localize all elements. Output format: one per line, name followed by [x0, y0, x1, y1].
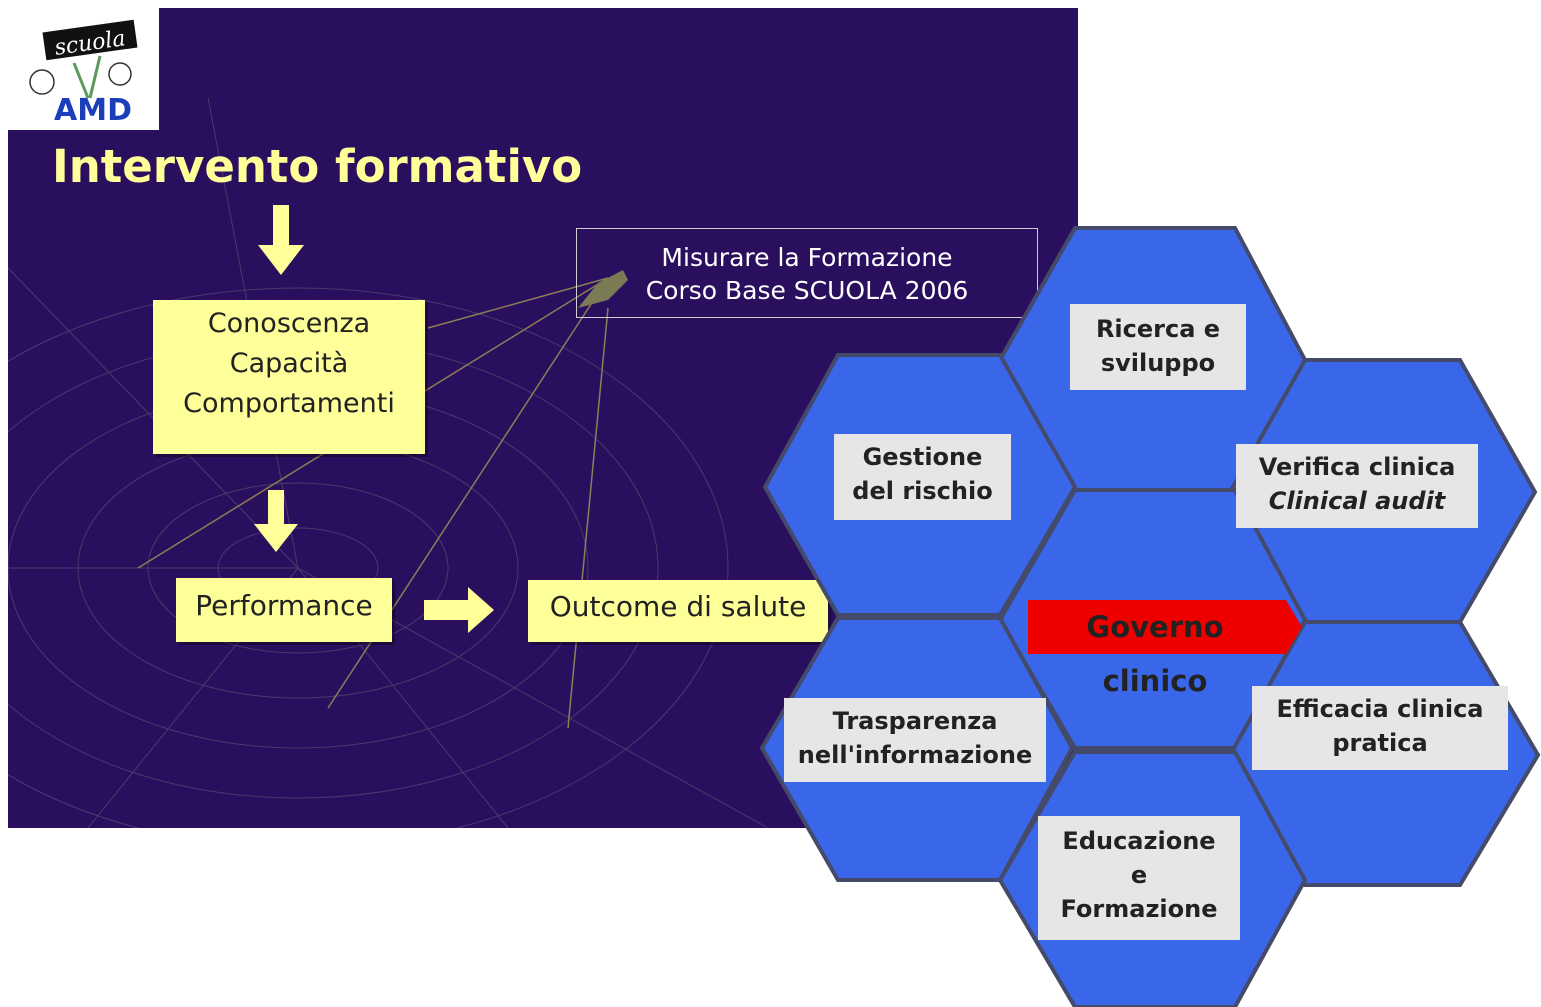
performance-box: Performance: [176, 578, 392, 642]
label-trasparenza: Trasparenza nell'informazione: [784, 698, 1046, 782]
educazione-line-3: Formazione: [1060, 895, 1218, 923]
skill-knowledge: Conoscenza: [207, 308, 371, 339]
down-arrow-icon: [258, 205, 304, 275]
svg-text:AMD: AMD: [54, 93, 132, 128]
label-gestione-rischio: Gestione del rischio: [834, 434, 1011, 520]
gestione-line-1: Gestione: [862, 443, 983, 471]
label-verifica-clinica: Verifica clinica Clinical audit: [1236, 444, 1478, 528]
measure-line-1: Misurare la Formazione: [661, 243, 953, 272]
amd-logo: scuola AMD: [8, 8, 159, 130]
educazione-line-2: e: [1130, 861, 1148, 889]
governo-clinico-badge: [1028, 600, 1302, 654]
down-arrow-icon: [254, 490, 298, 552]
verifica-line-2: Clinical audit: [1268, 487, 1446, 515]
efficacia-line-2: pratica: [1332, 729, 1428, 757]
ricerca-line-2: sviluppo: [1100, 349, 1216, 377]
trasparenza-line-1: Trasparenza: [832, 707, 998, 735]
measure-training-box: Misurare la Formazione Corso Base SCUOLA…: [576, 228, 1038, 318]
ricerca-line-1: Ricerca e: [1095, 315, 1221, 343]
skill-behaviour: Comportamenti: [183, 388, 395, 419]
governo-clinico-label: Governo clinico: [1086, 610, 1224, 698]
skills-box: Conoscenza Capacità Comportamenti: [153, 300, 425, 454]
label-educazione-formazione: Educazione e Formazione: [1038, 816, 1240, 940]
measure-line-2: Corso Base SCUOLA 2006: [645, 276, 969, 305]
label-ricerca-sviluppo: Ricerca e sviluppo: [1070, 304, 1246, 390]
outcome-box: Outcome di salute: [528, 580, 828, 642]
label-efficacia-clinica: Efficacia clinica pratica: [1252, 686, 1508, 770]
verifica-line-1: Verifica clinica: [1258, 453, 1456, 481]
right-arrow-icon: [424, 587, 494, 633]
trasparenza-line-2: nell'informazione: [797, 741, 1033, 769]
slide-title: Intervento formativo: [52, 140, 583, 193]
skill-ability: Capacità: [229, 348, 349, 379]
gestione-line-2: del rischio: [852, 477, 993, 505]
efficacia-line-1: Efficacia clinica: [1276, 695, 1484, 723]
educazione-line-1: Educazione: [1062, 827, 1216, 855]
logo-graphic: scuola AMD: [29, 19, 138, 128]
